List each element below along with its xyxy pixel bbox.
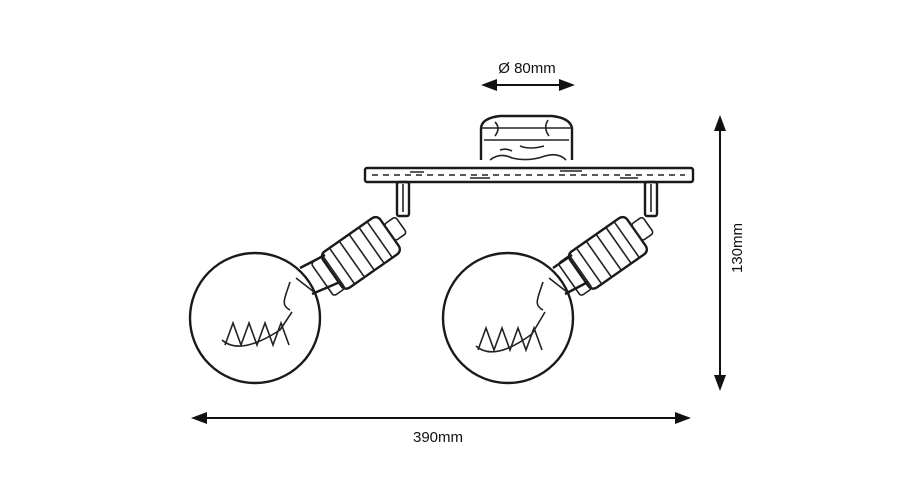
width-dimension: 390mm bbox=[191, 412, 691, 446]
left-bulb bbox=[188, 251, 341, 385]
height-dimension: 130mm bbox=[714, 115, 746, 391]
diameter-label: Ø 80mm bbox=[498, 60, 556, 77]
right-bulb bbox=[441, 251, 589, 385]
right-stem bbox=[643, 180, 659, 218]
width-label: 390mm bbox=[413, 429, 463, 446]
left-socket bbox=[311, 215, 407, 296]
left-stem bbox=[395, 180, 411, 218]
ceiling-canopy bbox=[479, 114, 574, 161]
diameter-dimension: Ø 80mm bbox=[481, 60, 575, 91]
height-label: 130mm bbox=[729, 223, 746, 273]
right-socket bbox=[558, 215, 654, 296]
mounting-bar bbox=[363, 166, 695, 184]
